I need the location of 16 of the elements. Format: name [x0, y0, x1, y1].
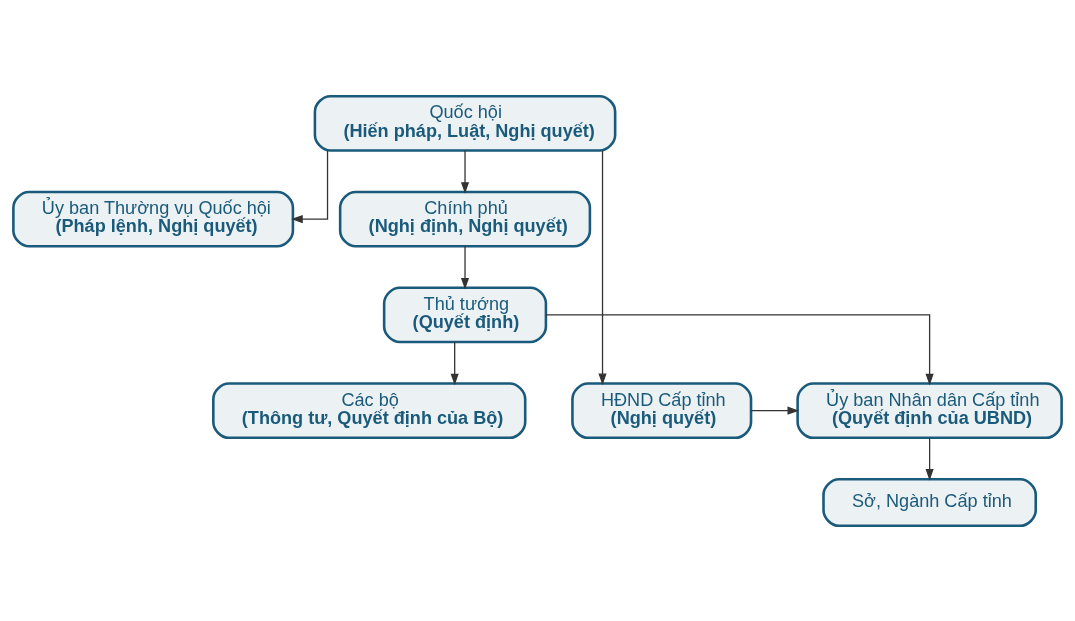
node-box: Quốc hội (Hiến pháp, Luật, Nghị quyết)	[313, 94, 617, 152]
arrow	[598, 149, 607, 385]
node-box: Ủy ban Nhân dân Cấp tỉnh (Quyết định của UBND)	[796, 381, 1063, 439]
node-box: Thủ tướng (Quyết định)	[382, 285, 548, 343]
arrow	[545, 313, 934, 385]
node-box: Chính phủ (Nghị định, Nghị quyết)	[338, 190, 592, 248]
arrow	[750, 406, 800, 415]
node-box: Ủy ban Thường vụ Quốc hội (Pháp lệnh, Nghị quyết)	[12, 190, 295, 248]
arrow	[925, 437, 934, 481]
arrow	[460, 245, 470, 290]
node-box: Các bộ (Thông tư, Quyết định của Bộ)	[212, 381, 527, 439]
node-box: Sở, Ngành Cấp tỉnh	[822, 477, 1038, 527]
arrow	[460, 149, 470, 194]
arrow	[291, 149, 329, 223]
arrow	[450, 340, 459, 385]
node-box: HĐND Cấp tỉnh (Nghị quyết)	[571, 381, 753, 439]
